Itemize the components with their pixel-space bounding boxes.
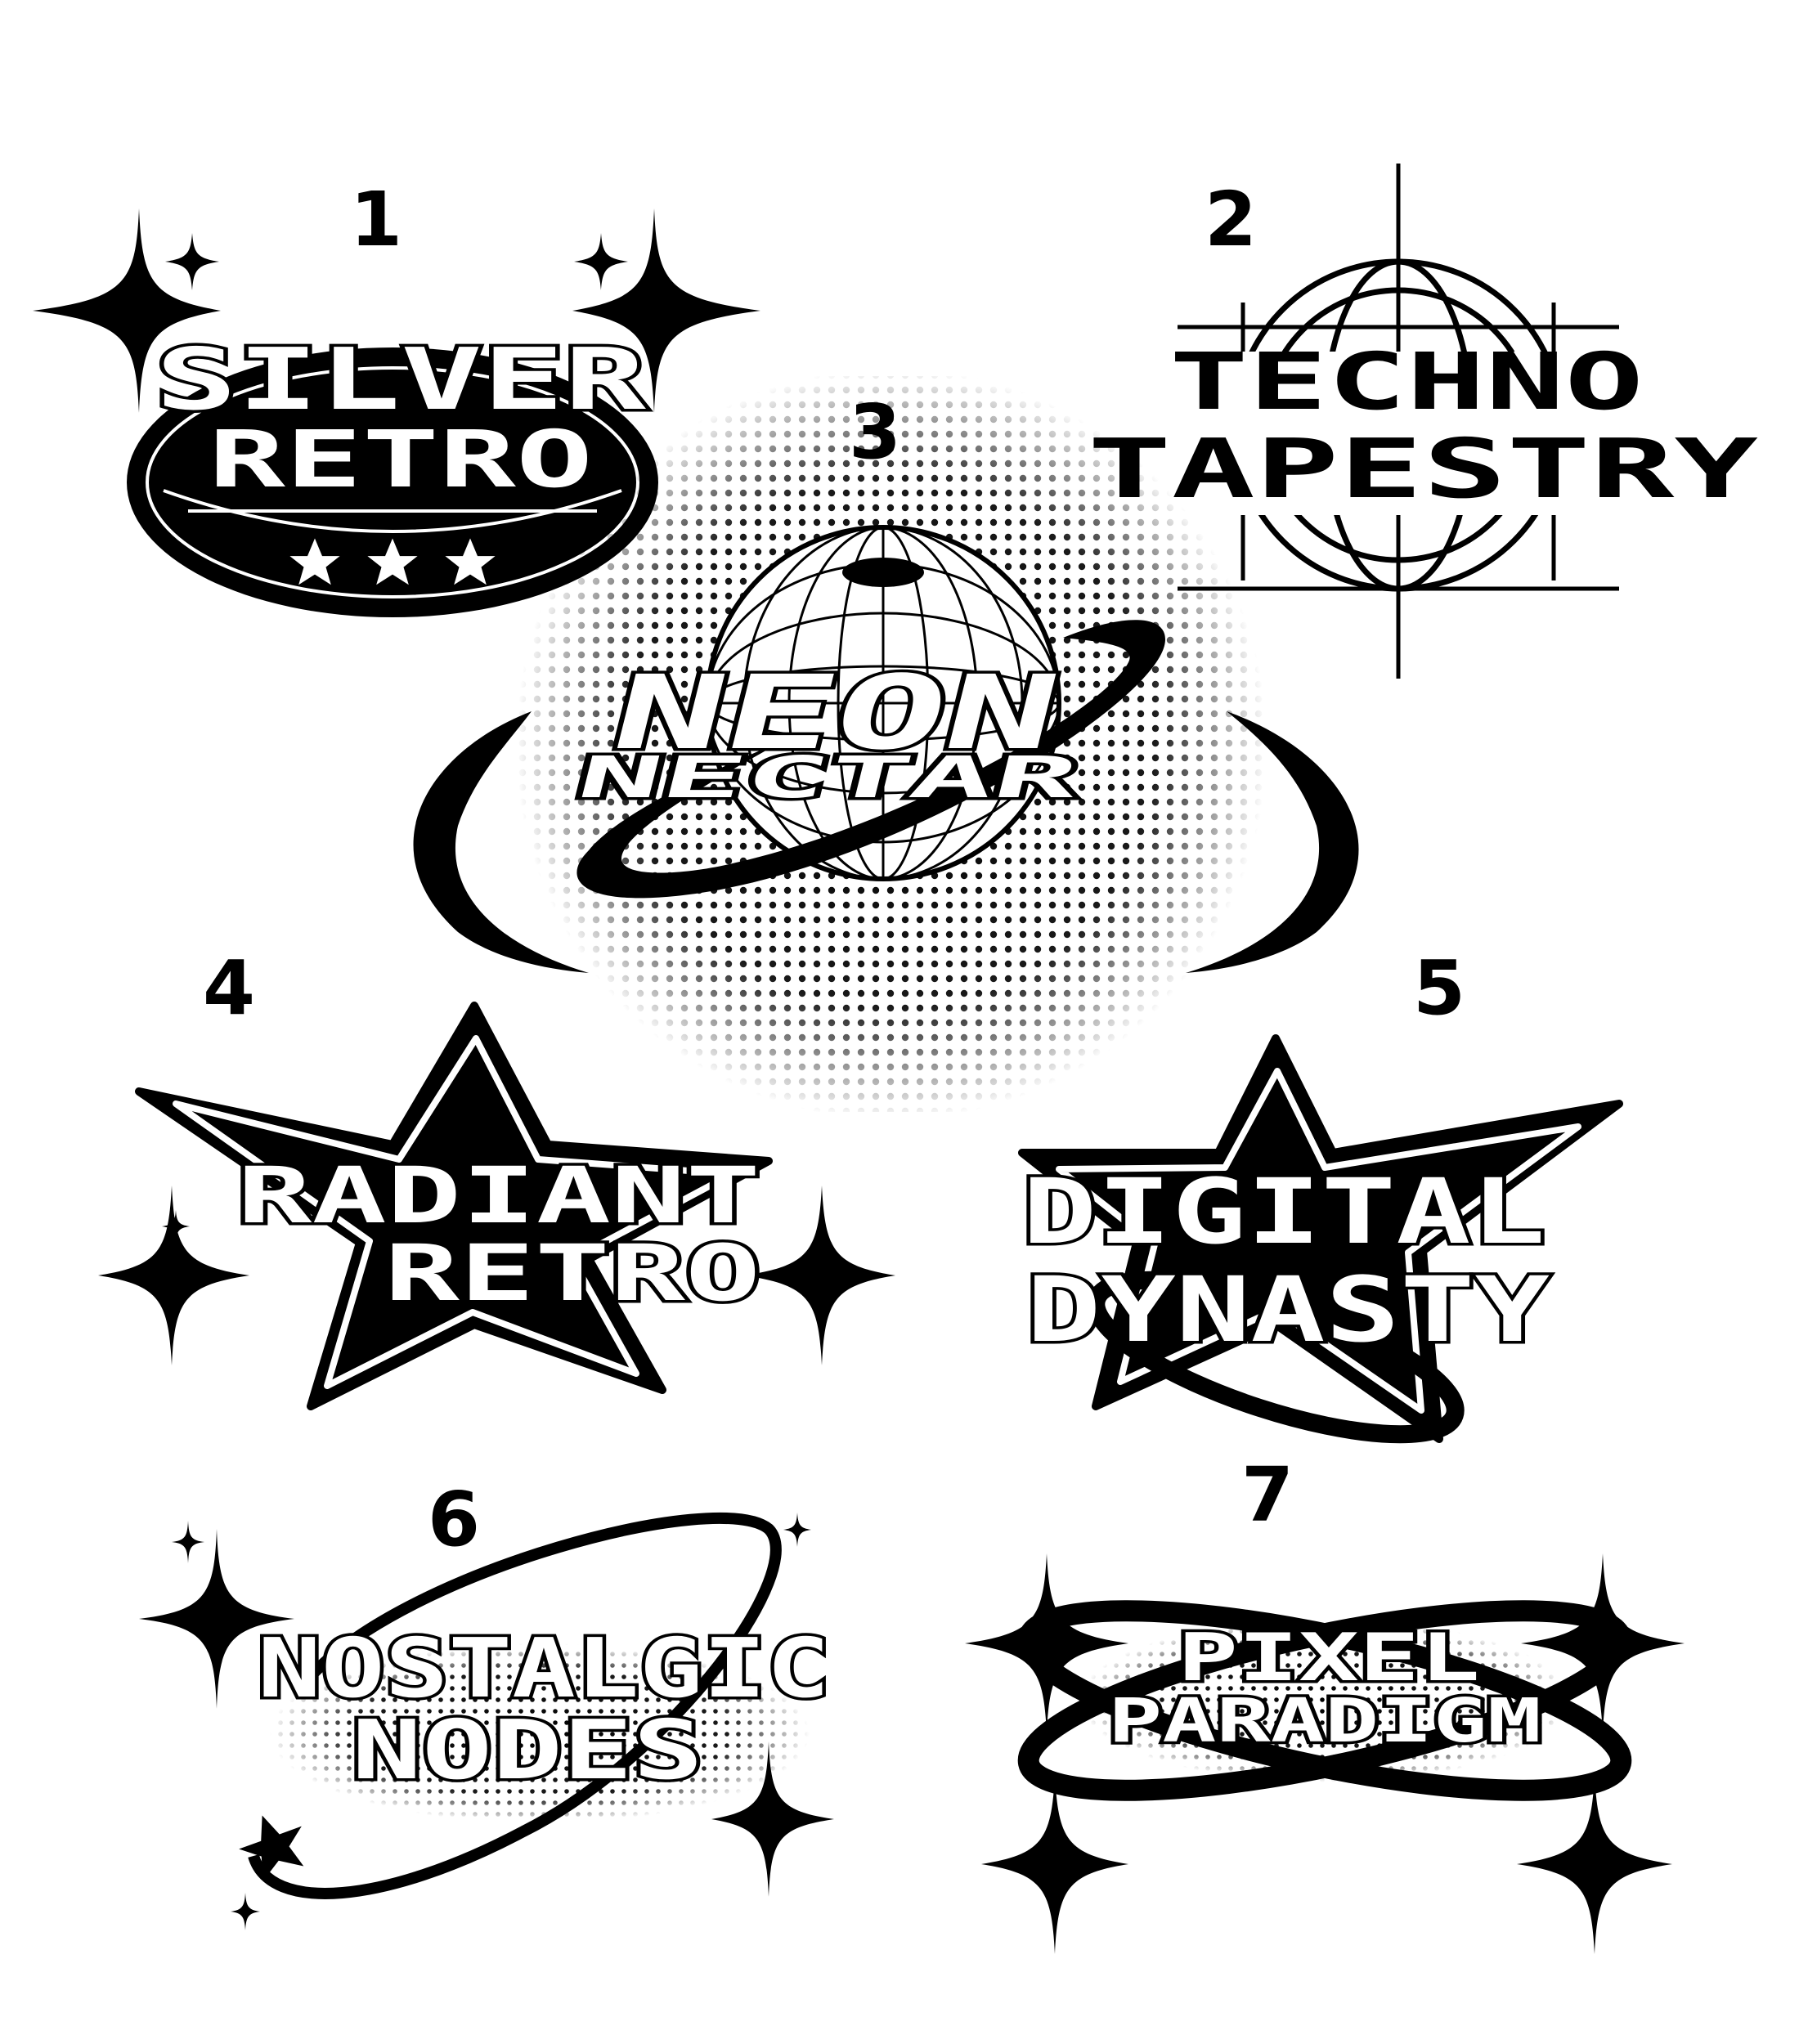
sparkle-icon [165, 233, 219, 290]
orbit-ring-icon [248, 1512, 782, 1899]
logo-title-line1: NOSTALGIC [258, 1620, 830, 1716]
logo-title-line2: NECTAR [571, 744, 1087, 811]
logo-title-line1: DIGITAL [1022, 1159, 1546, 1264]
sparkle-icon [139, 1529, 294, 1709]
star-icon [289, 538, 340, 585]
logo-neon-nectar: 3 NEON NECTAR [413, 376, 1359, 1112]
swoosh-icon [1186, 711, 1359, 973]
logo-radiant-retro: 4 RADIANT RETRO [98, 944, 895, 1410]
halftone-dots [245, 1643, 842, 1840]
logo-title-line2: RETRO [384, 1229, 760, 1319]
logo-number: 7 [1241, 1451, 1294, 1539]
logo-title-line1: NEON [600, 653, 1071, 773]
logo-pixel-paradigm: 7 PIXEL PARADIGM [965, 1451, 1685, 1954]
logo-nostalgic-nodes: 6 NOSTALGIC NODES [139, 1476, 842, 1930]
star-icon [135, 1002, 773, 1410]
logo-number: 4 [203, 944, 255, 1032]
sparkle-icon [172, 1521, 204, 1563]
sparkle-icon [783, 1513, 811, 1547]
sparkle-icon [744, 1186, 895, 1365]
logo-number: 6 [428, 1476, 480, 1563]
sparkle-icon [572, 208, 760, 413]
logo-title-line2: PARADIGM [1108, 1686, 1541, 1756]
star-icon [367, 538, 418, 585]
sparkle-icon [711, 1741, 834, 1897]
logo-number: 2 [1205, 176, 1257, 263]
sparkle-icon [574, 233, 628, 290]
sparkle-icon [1517, 1774, 1672, 1954]
logo-title-line2: NODES [352, 1702, 703, 1798]
orbit-ring-icon [1087, 1271, 1465, 1444]
sparkle-icon [33, 208, 221, 413]
logo-number: 5 [1413, 944, 1465, 1032]
star-icon [445, 538, 496, 585]
sparkle-icon [1521, 1553, 1685, 1733]
sparkle-icon [98, 1186, 249, 1365]
star-icon [239, 1815, 304, 1881]
sparkle-icon [162, 1210, 190, 1243]
logo-title-line1: PIXEL [1178, 1620, 1480, 1696]
logo-title-line2: DYNASTY [1026, 1257, 1550, 1362]
star-icon [1018, 1034, 1623, 1443]
sparkle-icon [981, 1774, 1128, 1954]
swoosh-icon [413, 711, 589, 973]
logo-title-line1: RADIANT [237, 1151, 760, 1241]
logo-digital-dynasty: 5 DIGITAL DYNASTY [1018, 944, 1623, 1444]
sparkle-icon [965, 1553, 1128, 1733]
sparkle-icon [231, 1893, 260, 1930]
orbit-ring-icon [576, 620, 1165, 899]
logo-number: 1 [350, 176, 402, 263]
